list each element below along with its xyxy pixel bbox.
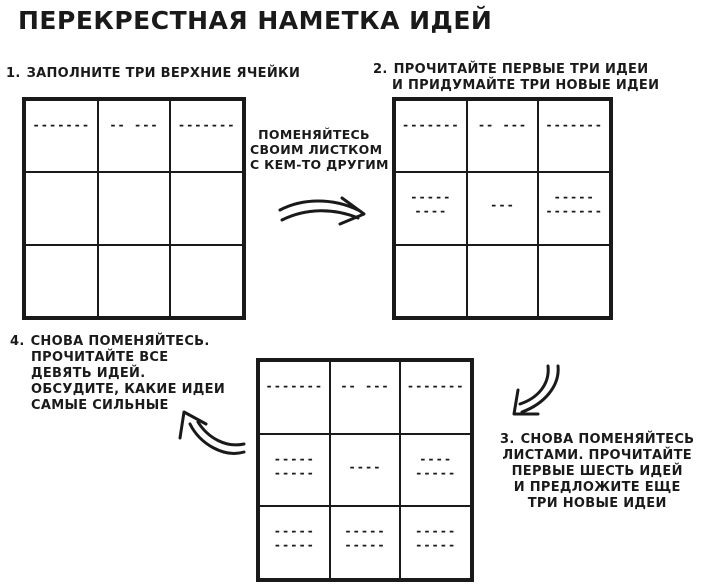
grid-1-cell-4 (25, 172, 98, 245)
idea-placeholder: ---- (419, 451, 453, 466)
grid-1-cell-6 (170, 172, 243, 245)
idea-placeholder: ------- (265, 379, 324, 393)
step-3-text-line-1: СНОВА ПОМЕНЯЙТЕСЬ (520, 432, 695, 447)
arrow-to-step-4-icon (178, 410, 246, 455)
swap-note: ПОМЕНЯЙТЕСЬ СВОИМ ЛИСТКОМ С КЕМ-ТО ДРУГИ… (250, 127, 389, 172)
idea-placeholder: -- --- (109, 118, 159, 132)
swap-note-line-1: ПОМЕНЯЙТЕСЬ (258, 127, 370, 142)
idea-placeholder: ----- (415, 465, 457, 480)
step-4-text-line-1: СНОВА ПОМЕНЯЙТЕСЬ. (30, 334, 210, 349)
idea-placeholder: ----- (344, 524, 386, 539)
swap-note-line-3: С КЕМ-ТО ДРУГИМ (250, 157, 389, 172)
idea-placeholder: -- --- (340, 379, 390, 393)
idea-placeholder: ----- (553, 190, 595, 205)
step-2-text-line-2: И ПРИДУМАЙТЕ ТРИ НОВЫЕ ИДЕИ (392, 78, 660, 93)
grid-3-cell-8: ---------- (329, 506, 401, 579)
step-4-text-line-3: ДЕВЯТЬ ИДЕЙ. (31, 366, 146, 381)
step-3-text-line-2: ЛИСТАМИ. ПРОЧИТАЙТЕ (502, 448, 692, 463)
step-3-label: 3.СНОВА ПОМЕНЯЙТЕСЬ ЛИСТАМИ. ПРОЧИТАЙТЕ … (500, 432, 694, 512)
grid-2-cell-4: --------- (395, 172, 467, 245)
grid-2-cell-9 (538, 244, 610, 317)
idea-placeholder: ------- (545, 118, 603, 132)
grid-2-cell-8 (466, 244, 539, 317)
step-2-label: 2. ПРОЧИТАЙТЕ ПЕРВЫЕ ТРИ ИДЕИ И ПРИДУМАЙТ… (373, 62, 659, 94)
grid-3-cell-5: ---- (329, 433, 401, 507)
idea-placeholder: ---- (348, 459, 382, 474)
swap-note-line-2: СВОИМ ЛИСТКОМ (250, 142, 383, 157)
step-4-text-line-2: ПРОЧИТАЙТЕ ВСЕ (31, 350, 169, 365)
grid-step-3: ------- -- --- ------- ---------- ---- -… (256, 358, 474, 582)
idea-placeholder: ----- (273, 538, 315, 553)
idea-placeholder: -- --- (477, 118, 528, 132)
idea-placeholder: ----- (344, 538, 386, 553)
step-2-text-line-1: ПРОЧИТАЙТЕ ПЕРВЫЕ ТРИ ИДЕИ (393, 62, 649, 77)
grid-2-cell-5: --- (466, 172, 539, 245)
grid-1-cell-5 (97, 172, 171, 245)
idea-placeholder: ----- (415, 524, 457, 539)
idea-placeholder: ------- (177, 118, 236, 132)
grid-1-cell-1: ------- (25, 100, 98, 173)
idea-placeholder: ------- (406, 379, 465, 393)
idea-placeholder: ---- (414, 204, 448, 219)
step-1-label: 1. ЗАПОЛНИТЕ ТРИ ВЕРХНИЕ ЯЧЕЙКИ (6, 66, 300, 82)
grid-3-cell-4: ---------- (259, 433, 330, 507)
step-4-text-line-5: САМЫЕ СИЛЬНЫЕ (31, 398, 169, 413)
step-4-label: 4. СНОВА ПОМЕНЯЙТЕСЬ. ПРОЧИТАЙТЕ ВСЕ ДЕВЯ… (10, 334, 225, 414)
step-3-text-line-4: И ПРЕДЛОЖИТЕ ЕЩЕ (513, 480, 681, 495)
grid-1-cell-2: -- --- (97, 100, 171, 173)
grid-2-cell-7 (395, 244, 467, 317)
grid-2-cell-2: -- --- (466, 100, 539, 173)
grid-3-cell-7: ---------- (259, 506, 330, 579)
step-4-number: 4. (10, 334, 25, 349)
grid-2-cell-3: ------- (538, 100, 610, 173)
idea-placeholder: ------- (545, 204, 603, 219)
grid-step-1: ------- -- --- ------- (22, 97, 246, 320)
grid-2-cell-1: ------- (395, 100, 467, 173)
grid-1-cell-9 (170, 244, 243, 317)
idea-placeholder: ------- (402, 118, 460, 132)
idea-placeholder: ----- (273, 451, 315, 466)
idea-placeholder: ------- (32, 118, 91, 132)
idea-placeholder: ----- (273, 465, 315, 480)
grid-3-cell-3: ------- (400, 361, 471, 434)
step-3-text-line-3: ПЕРВЫЕ ШЕСТЬ ИДЕЙ (511, 464, 683, 479)
arrow-to-step-2-icon (278, 196, 366, 226)
idea-placeholder: ----- (415, 538, 457, 553)
idea-placeholder: --- (490, 198, 515, 213)
page-title: ПЕРЕКРЕСТНАЯ НАМЕТКА ИДЕЙ (18, 6, 493, 35)
idea-placeholder: ----- (410, 190, 452, 205)
grid-1-cell-7 (25, 244, 98, 317)
grid-1-cell-8 (97, 244, 171, 317)
grid-3-cell-6: --------- (400, 433, 471, 507)
grid-2-cell-6: ------------ (538, 172, 610, 245)
arrow-to-step-3-icon (512, 364, 560, 416)
grid-step-2: ------- -- --- ------- --------- --- ---… (392, 97, 613, 320)
step-3-text-line-5: ТРИ НОВЫЕ ИДЕИ (527, 496, 667, 511)
step-2-number: 2. (373, 62, 388, 77)
step-1-text-line-1: ЗАПОЛНИТЕ ТРИ ВЕРХНИЕ ЯЧЕЙКИ (26, 66, 301, 81)
step-1-number: 1. (6, 66, 21, 81)
grid-3-cell-2: -- --- (329, 361, 401, 434)
grid-1-cell-3: ------- (170, 100, 243, 173)
idea-placeholder: ----- (273, 524, 315, 539)
grid-3-cell-9: ---------- (400, 506, 471, 579)
grid-3-cell-1: ------- (259, 361, 330, 434)
step-3-number: 3. (500, 432, 515, 447)
step-4-text-line-4: ОБСУДИТЕ, КАКИЕ ИДЕИ (31, 382, 226, 397)
